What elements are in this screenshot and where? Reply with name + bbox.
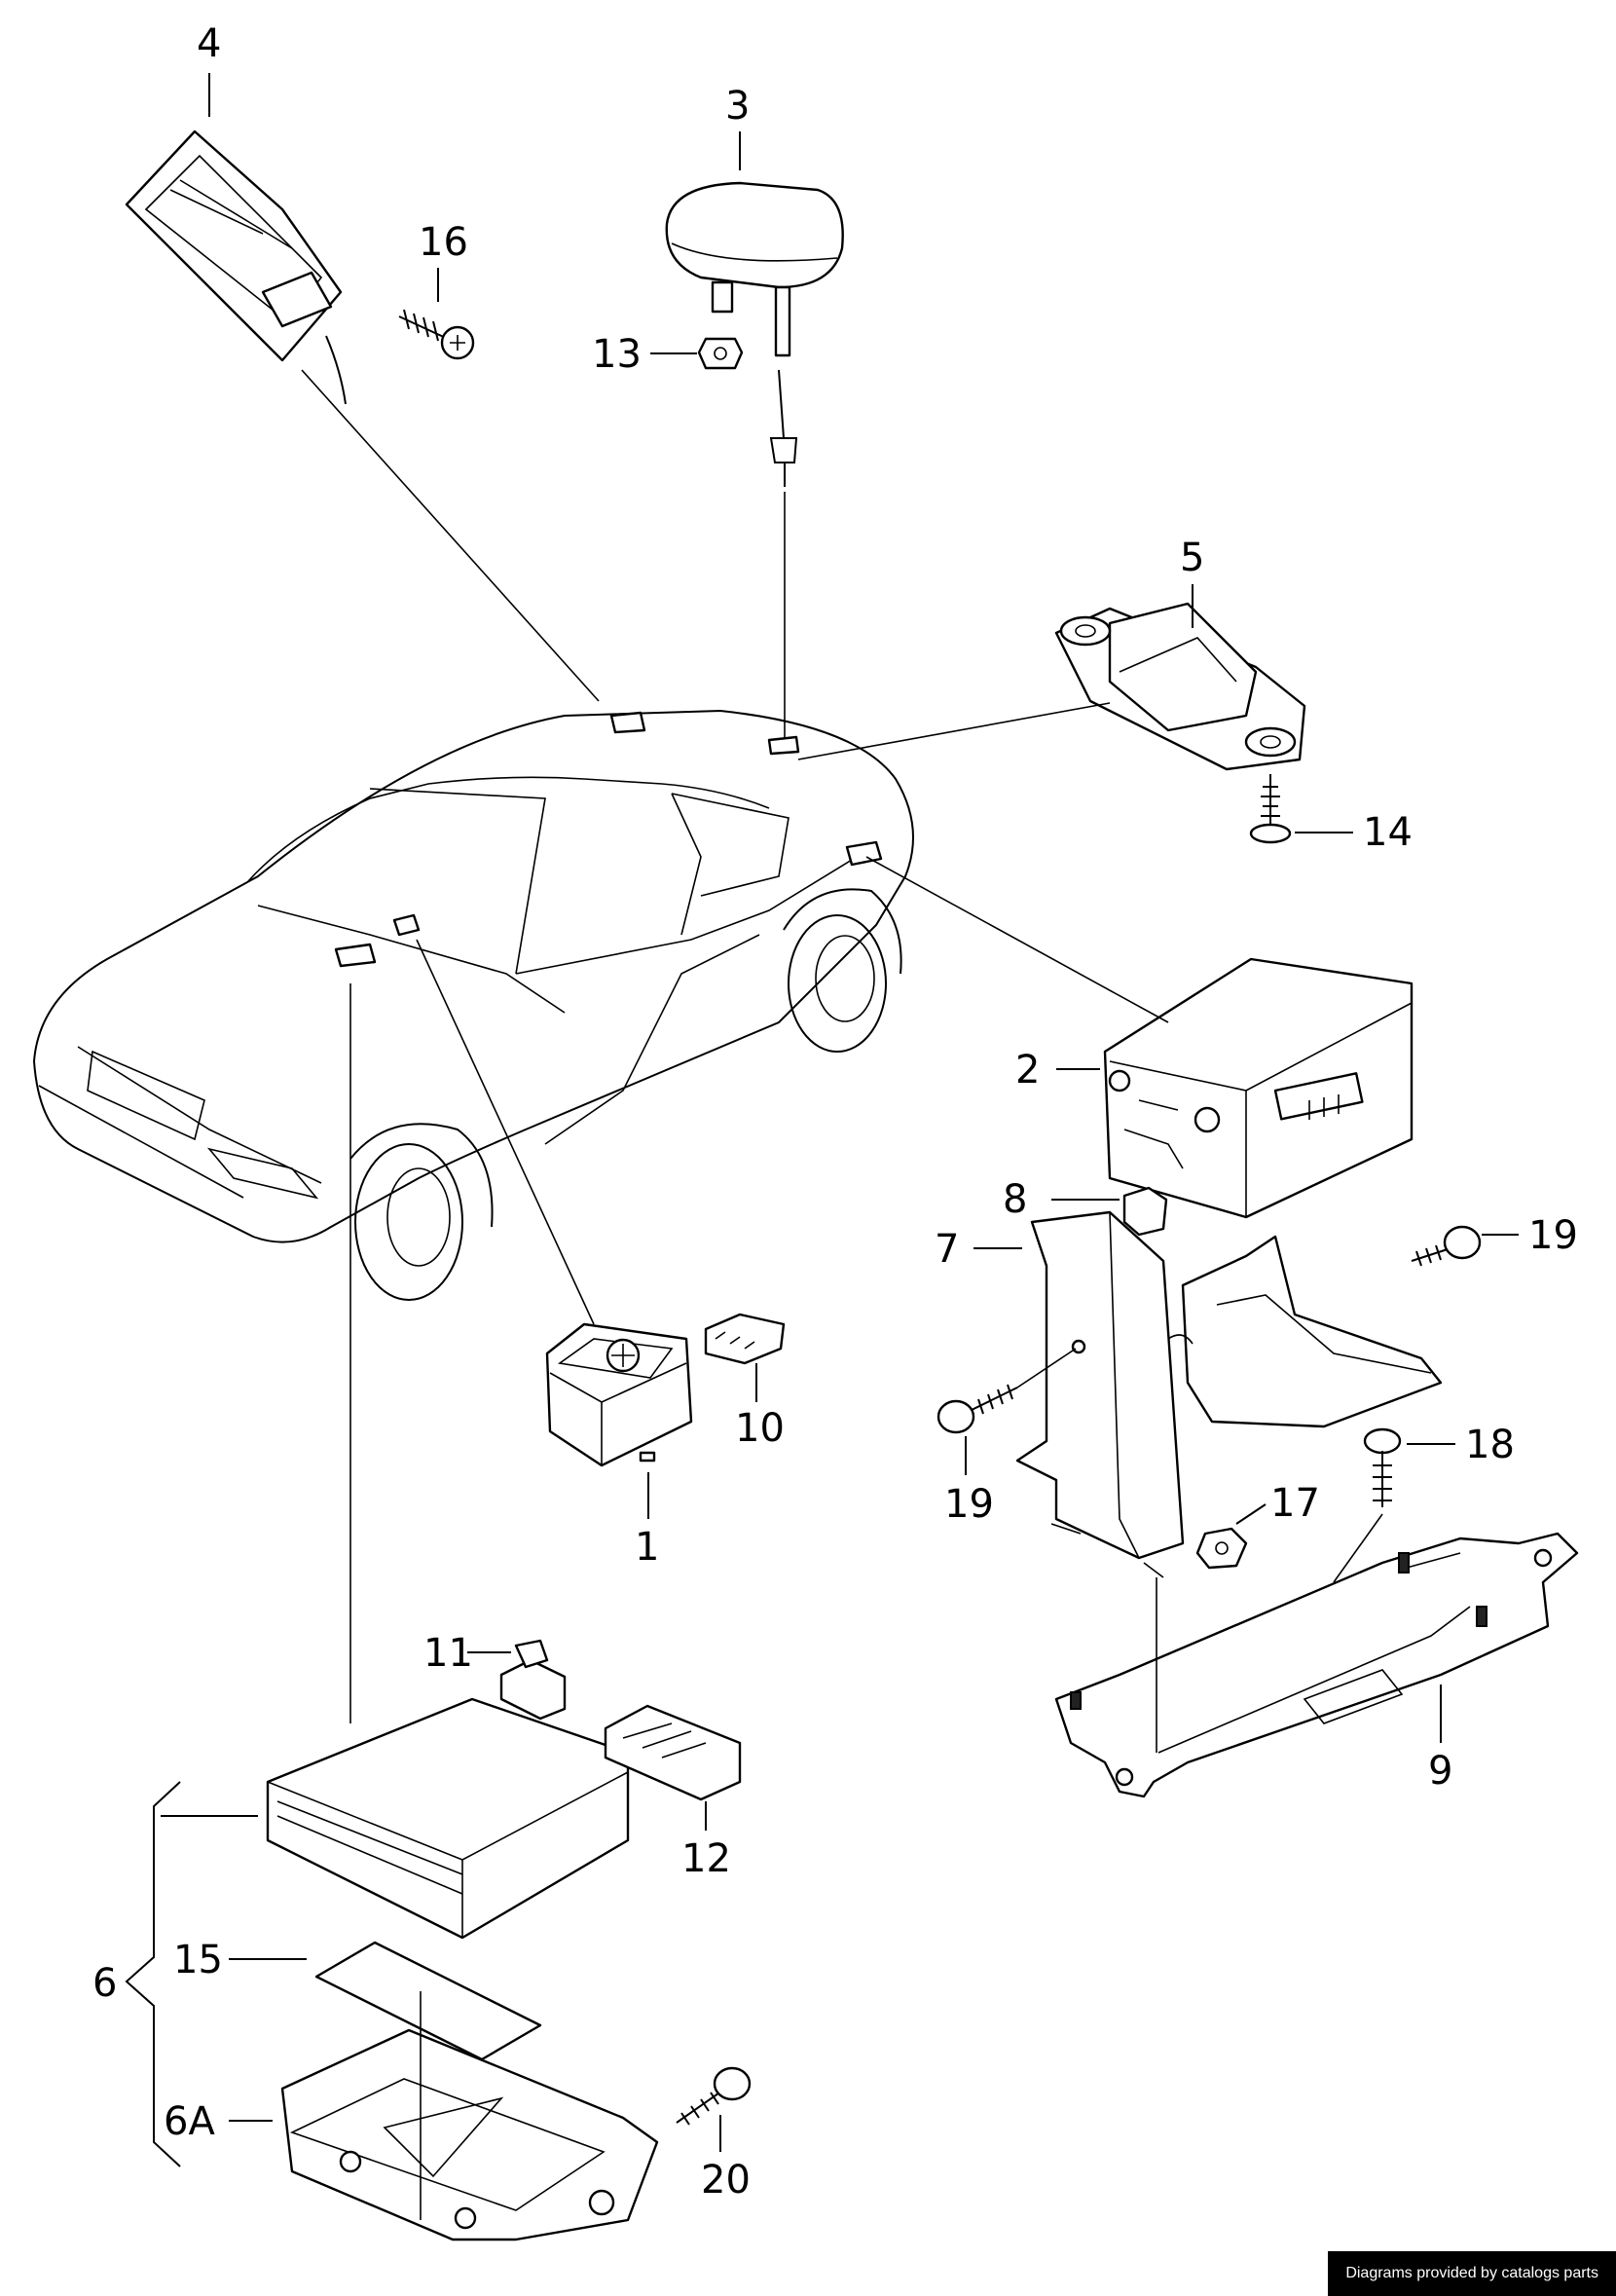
callout-8: 8	[1003, 1177, 1027, 1222]
part-18-bolt[interactable]	[1363, 1427, 1402, 1507]
part-5-module[interactable]	[1054, 602, 1306, 771]
callout-1: 1	[635, 1525, 659, 1570]
part-11-connector[interactable]	[499, 1639, 567, 1721]
leader-5-to-car	[797, 702, 1111, 760]
callout-18: 18	[1465, 1423, 1515, 1467]
callout-2: 2	[1015, 1048, 1040, 1092]
part-2-media-unit[interactable]	[1103, 957, 1414, 1219]
callout-16: 16	[419, 220, 468, 265]
callout-4: 4	[197, 21, 221, 66]
callout-20: 20	[701, 2158, 751, 2203]
callout-13: 13	[592, 332, 642, 377]
part-6-control-unit[interactable]	[266, 1697, 630, 1940]
part-7-bracket[interactable]	[1015, 1210, 1443, 1578]
part-1-switch[interactable]	[545, 1322, 693, 1467]
part-16-screw[interactable]	[398, 309, 475, 360]
group-brace-6	[125, 1781, 258, 2167]
car-body	[32, 709, 914, 1301]
callout-19-left: 19	[944, 1482, 994, 1527]
leader-2-to-car	[865, 856, 1169, 1023]
part-15-pad[interactable]	[314, 1941, 542, 2061]
callout-6a: 6A	[164, 2099, 215, 2144]
car-location-markers	[334, 711, 883, 968]
part-9-base-plate[interactable]	[1054, 1532, 1579, 1798]
part-12-connector[interactable]	[604, 1704, 742, 1801]
part-13-nut[interactable]	[697, 337, 744, 370]
part-4-mirror-module[interactable]	[125, 130, 347, 405]
part-8-clip[interactable]	[1122, 1186, 1168, 1237]
part-14-bolt[interactable]	[1249, 774, 1292, 844]
callout-5: 5	[1180, 536, 1204, 580]
diagram-credit: Diagrams provided by catalogs parts	[1328, 2251, 1616, 2296]
callout-10: 10	[735, 1406, 785, 1451]
part-19-bolt-right[interactable]	[1411, 1225, 1482, 1267]
callout-9: 9	[1428, 1749, 1452, 1794]
callout-6: 6	[92, 1961, 117, 2006]
callout-11: 11	[423, 1631, 473, 1676]
callout-3: 3	[725, 84, 750, 129]
leader-1-to-car	[416, 939, 595, 1325]
part-17-nut[interactable]	[1195, 1527, 1248, 1570]
callout-15: 15	[173, 1938, 223, 1982]
part-19-bolt-left[interactable]	[937, 1348, 1077, 1434]
part-6a-bracket[interactable]	[280, 1991, 659, 2241]
callout-7: 7	[935, 1227, 959, 1272]
part-3-roof-antenna[interactable]	[665, 181, 844, 487]
callout-19-right: 19	[1528, 1213, 1578, 1258]
part-20-bolt[interactable]	[676, 2066, 752, 2126]
leader-4-to-car	[301, 369, 600, 702]
callout-12: 12	[681, 1836, 731, 1881]
part-10-connector[interactable]	[704, 1313, 786, 1365]
callout-14: 14	[1363, 810, 1413, 855]
leader-18-plate	[1333, 1513, 1383, 1583]
callout-17: 17	[1270, 1481, 1320, 1526]
